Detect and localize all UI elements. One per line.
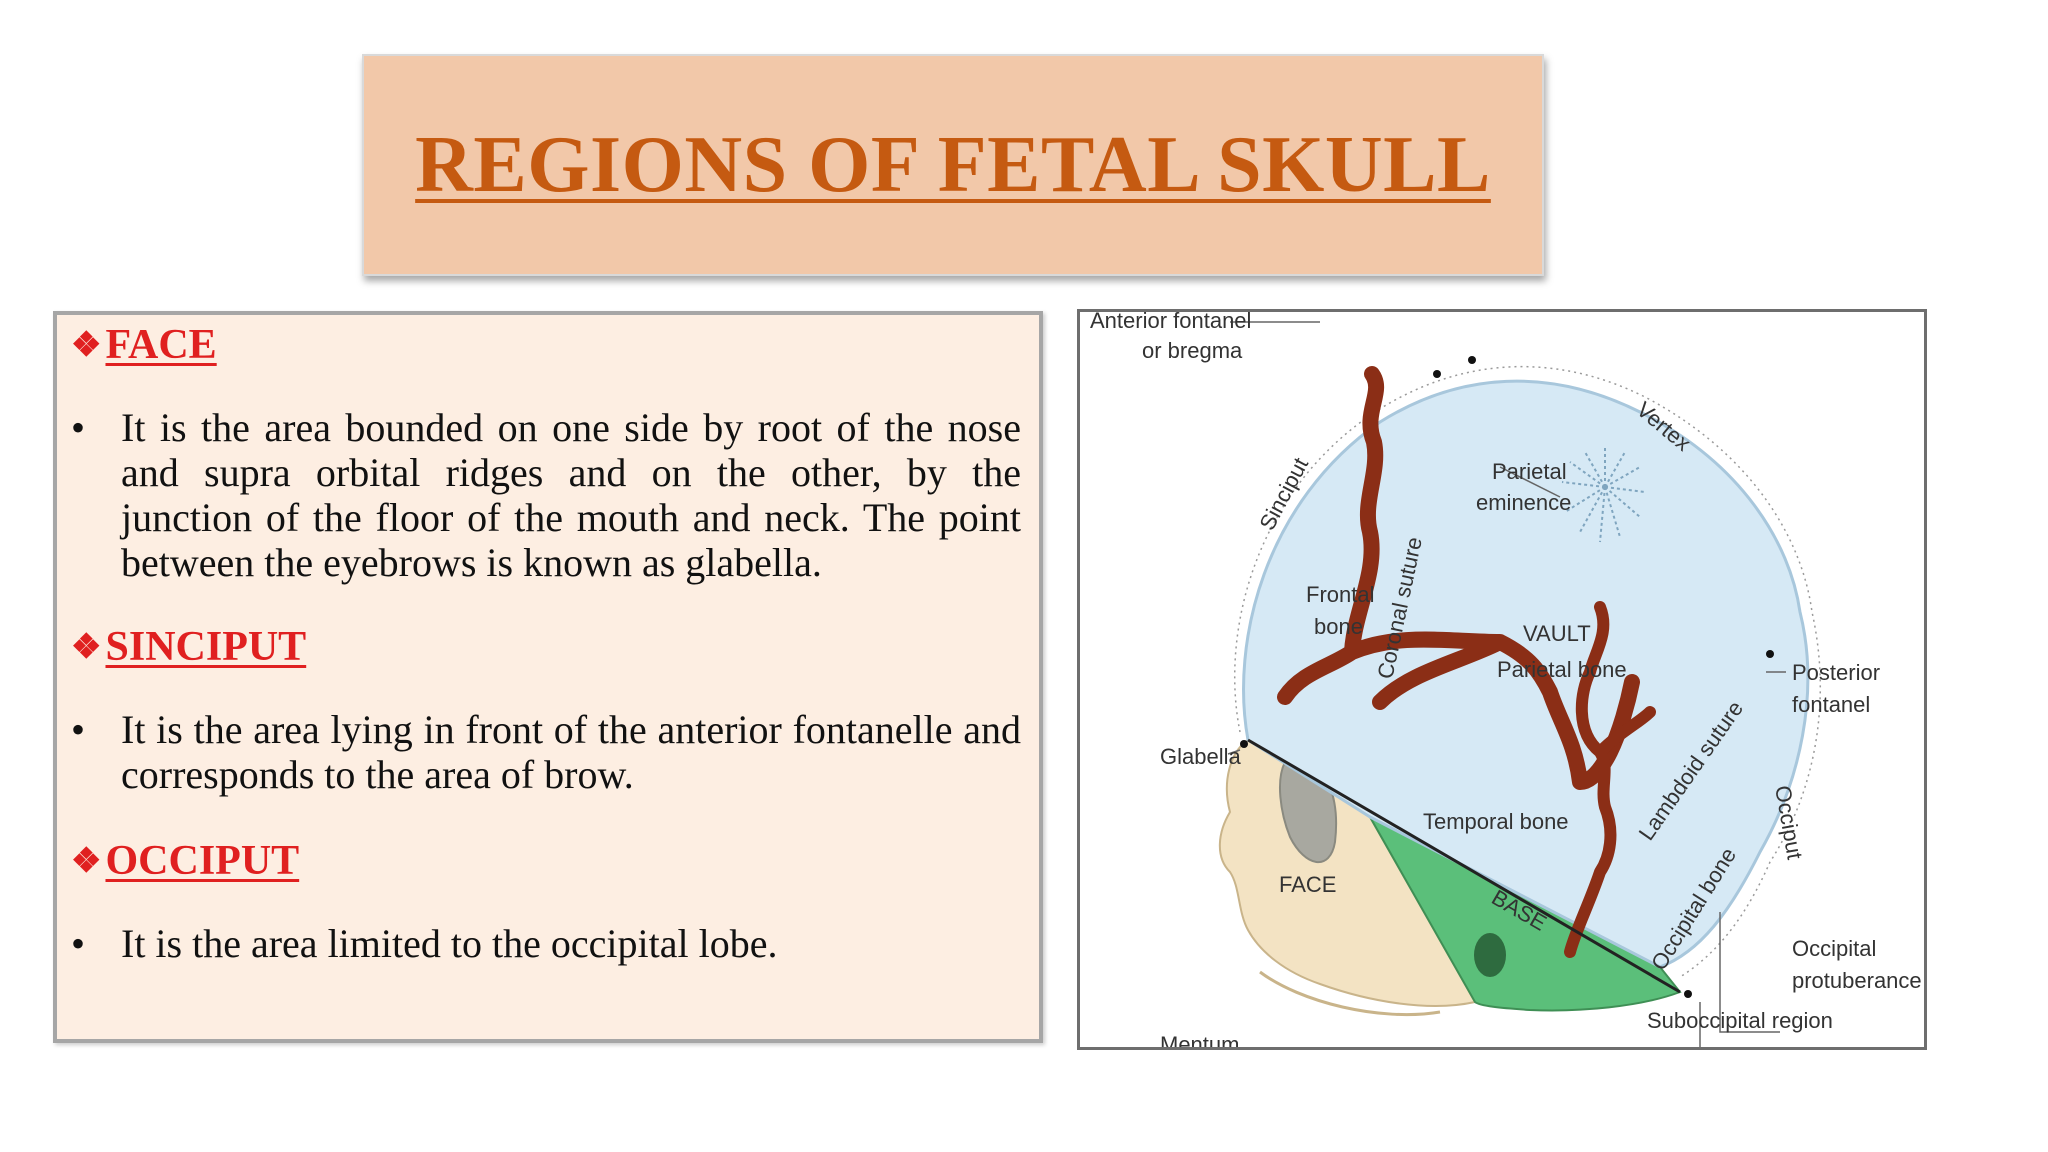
posterior-fontanel-dot [1766, 650, 1774, 658]
label-temporal-bone: Temporal bone [1423, 809, 1569, 834]
label-vault: VAULT [1523, 621, 1591, 646]
anterior-fontanel-dot [1433, 370, 1441, 378]
jaw-detail [1259, 970, 1441, 1017]
leader-lines [1227, 321, 1786, 1047]
label-suboccipital-region: Suboccipital region [1647, 1008, 1833, 1033]
label-occipital-protuberance-2: protuberance [1792, 968, 1922, 993]
bullet-icon: • [71, 405, 86, 450]
section-heading-sinciput: ❖SINCIPUT [71, 623, 306, 671]
parietal-eminence-rays [1561, 447, 1646, 543]
lambdoid-suture [1564, 601, 1656, 958]
section-paragraph: It is the area limited to the occipital … [121, 921, 778, 966]
fetal-skull-diagram: Anterior fontanel or bregma Vertex Sinci… [1077, 309, 1927, 1050]
label-parietal-eminence-1: Parietal [1492, 459, 1567, 484]
label-parietal-eminence-2: eminence [1476, 490, 1571, 515]
section-heading-occiput: ❖OCCIPUT [71, 837, 299, 885]
label-occipital-protuberance-1: Occipital [1792, 936, 1876, 961]
label-posterior-fontanel-2: fontanel [1792, 692, 1870, 717]
section-heading-face: ❖FACE [71, 321, 217, 369]
diamond-bullet-icon: ❖ [71, 843, 102, 880]
face-base-boundary [1247, 738, 1681, 994]
section-text-face: • It is the area bounded on one side by … [71, 405, 1021, 585]
glabella-dot [1240, 740, 1248, 748]
bullet-icon: • [71, 921, 86, 966]
base-region [1367, 814, 1682, 1012]
bullet-icon: • [71, 707, 86, 752]
section-title: FACE [105, 322, 217, 368]
section-title: OCCIPUT [105, 838, 300, 884]
label-face: FACE [1279, 872, 1336, 897]
diamond-bullet-icon: ❖ [71, 629, 102, 666]
label-frontal-bone-2: bone [1314, 614, 1363, 639]
section-paragraph: It is the area bounded on one side by ro… [121, 405, 1021, 585]
ear-opening [1474, 933, 1506, 977]
label-parietal-bone: Parietal bone [1497, 657, 1627, 682]
skull-illustration: Anterior fontanel or bregma Vertex Sinci… [1090, 312, 1922, 1050]
label-glabella: Glabella [1160, 744, 1241, 769]
label-anterior-fontanel-2: or bregma [1142, 338, 1243, 363]
section-text-occiput: • It is the area limited to the occipita… [71, 921, 1021, 966]
diamond-bullet-icon: ❖ [71, 327, 102, 364]
description-panel: ❖FACE • It is the area bounded on one si… [53, 311, 1043, 1043]
label-mentum: Mentum [1160, 1032, 1239, 1050]
label-frontal-bone-1: Frontal [1306, 582, 1374, 607]
page-title: REGIONS OF FETAL SKULL [415, 120, 1491, 209]
title-banner: REGIONS OF FETAL SKULL [362, 54, 1544, 276]
section-title: SINCIPUT [105, 624, 307, 670]
label-posterior-fontanel-1: Posterior [1792, 660, 1880, 685]
coronal-suture [1277, 366, 1640, 790]
suboccipital-dot [1684, 990, 1692, 998]
label-anterior-fontanel-1: Anterior fontanel [1090, 312, 1251, 333]
section-text-sinciput: • It is the area lying in front of the a… [71, 707, 1021, 797]
bregma-dot [1468, 356, 1476, 364]
section-paragraph: It is the area lying in front of the ant… [121, 707, 1021, 797]
vault-dotted-outline [1234, 365, 1822, 978]
